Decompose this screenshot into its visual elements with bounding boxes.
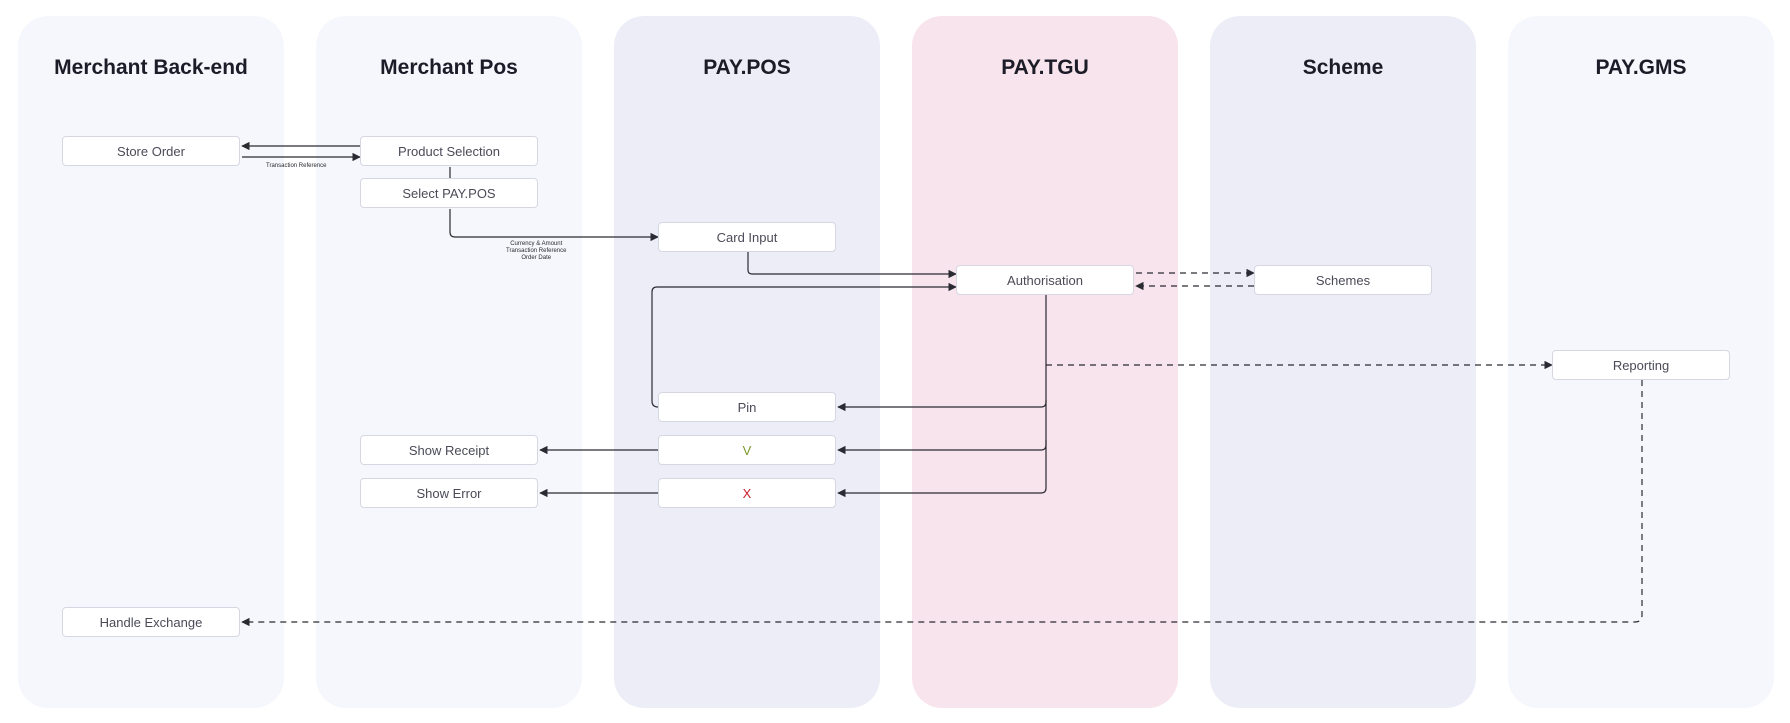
node-reporting[interactable]: Reporting <box>1552 350 1730 380</box>
lane-pay-tgu: PAY.TGU <box>912 16 1178 708</box>
node-store-order[interactable]: Store Order <box>62 136 240 166</box>
node-schemes[interactable]: Schemes <box>1254 265 1432 295</box>
edge-label-transaction-reference: Transaction Reference <box>266 163 327 169</box>
lane-pay-pos: PAY.POS <box>614 16 880 708</box>
edge-label-line: Transaction Reference <box>506 248 567 254</box>
node-failure[interactable]: X <box>658 478 836 508</box>
node-product-selection[interactable]: Product Selection <box>360 136 538 166</box>
lane-merchant-back-end: Merchant Back-end <box>18 16 284 708</box>
edge-pin-to-authorisation <box>651 282 957 408</box>
edge-reporting-to-handle-exchange <box>241 380 1643 627</box>
lane-merchant-pos: Merchant Pos <box>316 16 582 708</box>
lane-title: Merchant Back-end <box>54 56 248 79</box>
lane-title: PAY.TGU <box>1001 56 1089 79</box>
node-show-receipt[interactable]: Show Receipt <box>360 435 538 465</box>
lane-title: Merchant Pos <box>380 56 518 79</box>
edge-card-input-to-authorisation <box>747 252 957 279</box>
lane-title: Scheme <box>1302 56 1384 79</box>
node-show-error[interactable]: Show Error <box>360 478 538 508</box>
node-handle-exchange[interactable]: Handle Exchange <box>62 607 240 637</box>
lane-title: PAY.POS <box>703 56 791 79</box>
node-pin[interactable]: Pin <box>658 392 836 422</box>
node-card-input[interactable]: Card Input <box>658 222 836 252</box>
edge-label-line: Order Date <box>521 255 552 261</box>
node-select-pay-pos[interactable]: Select PAY.POS <box>360 178 538 208</box>
node-success[interactable]: V <box>658 435 836 465</box>
lane-title: PAY.GMS <box>1595 56 1687 79</box>
lane-scheme: Scheme <box>1210 16 1476 708</box>
edge-label-line: Currency & Amount <box>510 241 563 247</box>
edge-label-card-input-payload: Currency & Amount Transaction Reference … <box>506 241 566 262</box>
edge-select-to-card-input <box>449 209 659 242</box>
edge-authorisation-to-failure <box>837 440 1047 498</box>
edge-authorisation-to-pin <box>837 295 1047 412</box>
node-authorisation[interactable]: Authorisation <box>956 265 1134 295</box>
